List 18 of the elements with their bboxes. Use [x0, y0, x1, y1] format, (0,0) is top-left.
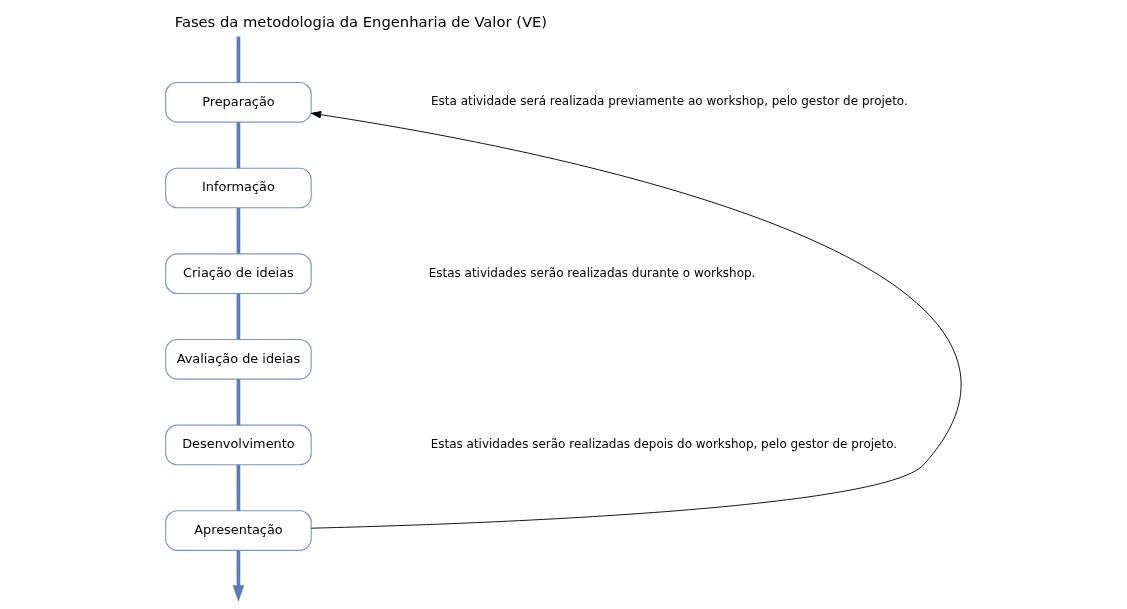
- node-box: Avaliação de ideias: [165, 338, 312, 380]
- label: Esta atividade será realizada previamente ao workshop, pelo gestor de projeto.: [431, 94, 908, 109]
- node-box: Desenvolvimento: [165, 424, 312, 466]
- node-box: Preparação: [165, 82, 312, 123]
- connector: [236, 122, 241, 169]
- arrow: [232, 550, 245, 601]
- arrow: [310, 111, 961, 529]
- connector: [236, 36, 241, 83]
- label: Estas atividades serão realizadas depois do workshop, pelo gestor de projeto.: [430, 437, 898, 452]
- diagram-title: Fases da metodologia da Engenharia de Valor (VE): [174, 13, 548, 31]
- connector: [236, 379, 241, 426]
- label: Estas atividades serão realizadas durante o workshop.: [428, 265, 756, 280]
- node-box: Informação: [165, 167, 312, 209]
- connector: [236, 293, 241, 340]
- connector: [236, 464, 241, 511]
- node-box: Criação de ideias: [165, 253, 312, 294]
- connector: [236, 207, 241, 254]
- node-box: Apresentação: [165, 510, 312, 551]
